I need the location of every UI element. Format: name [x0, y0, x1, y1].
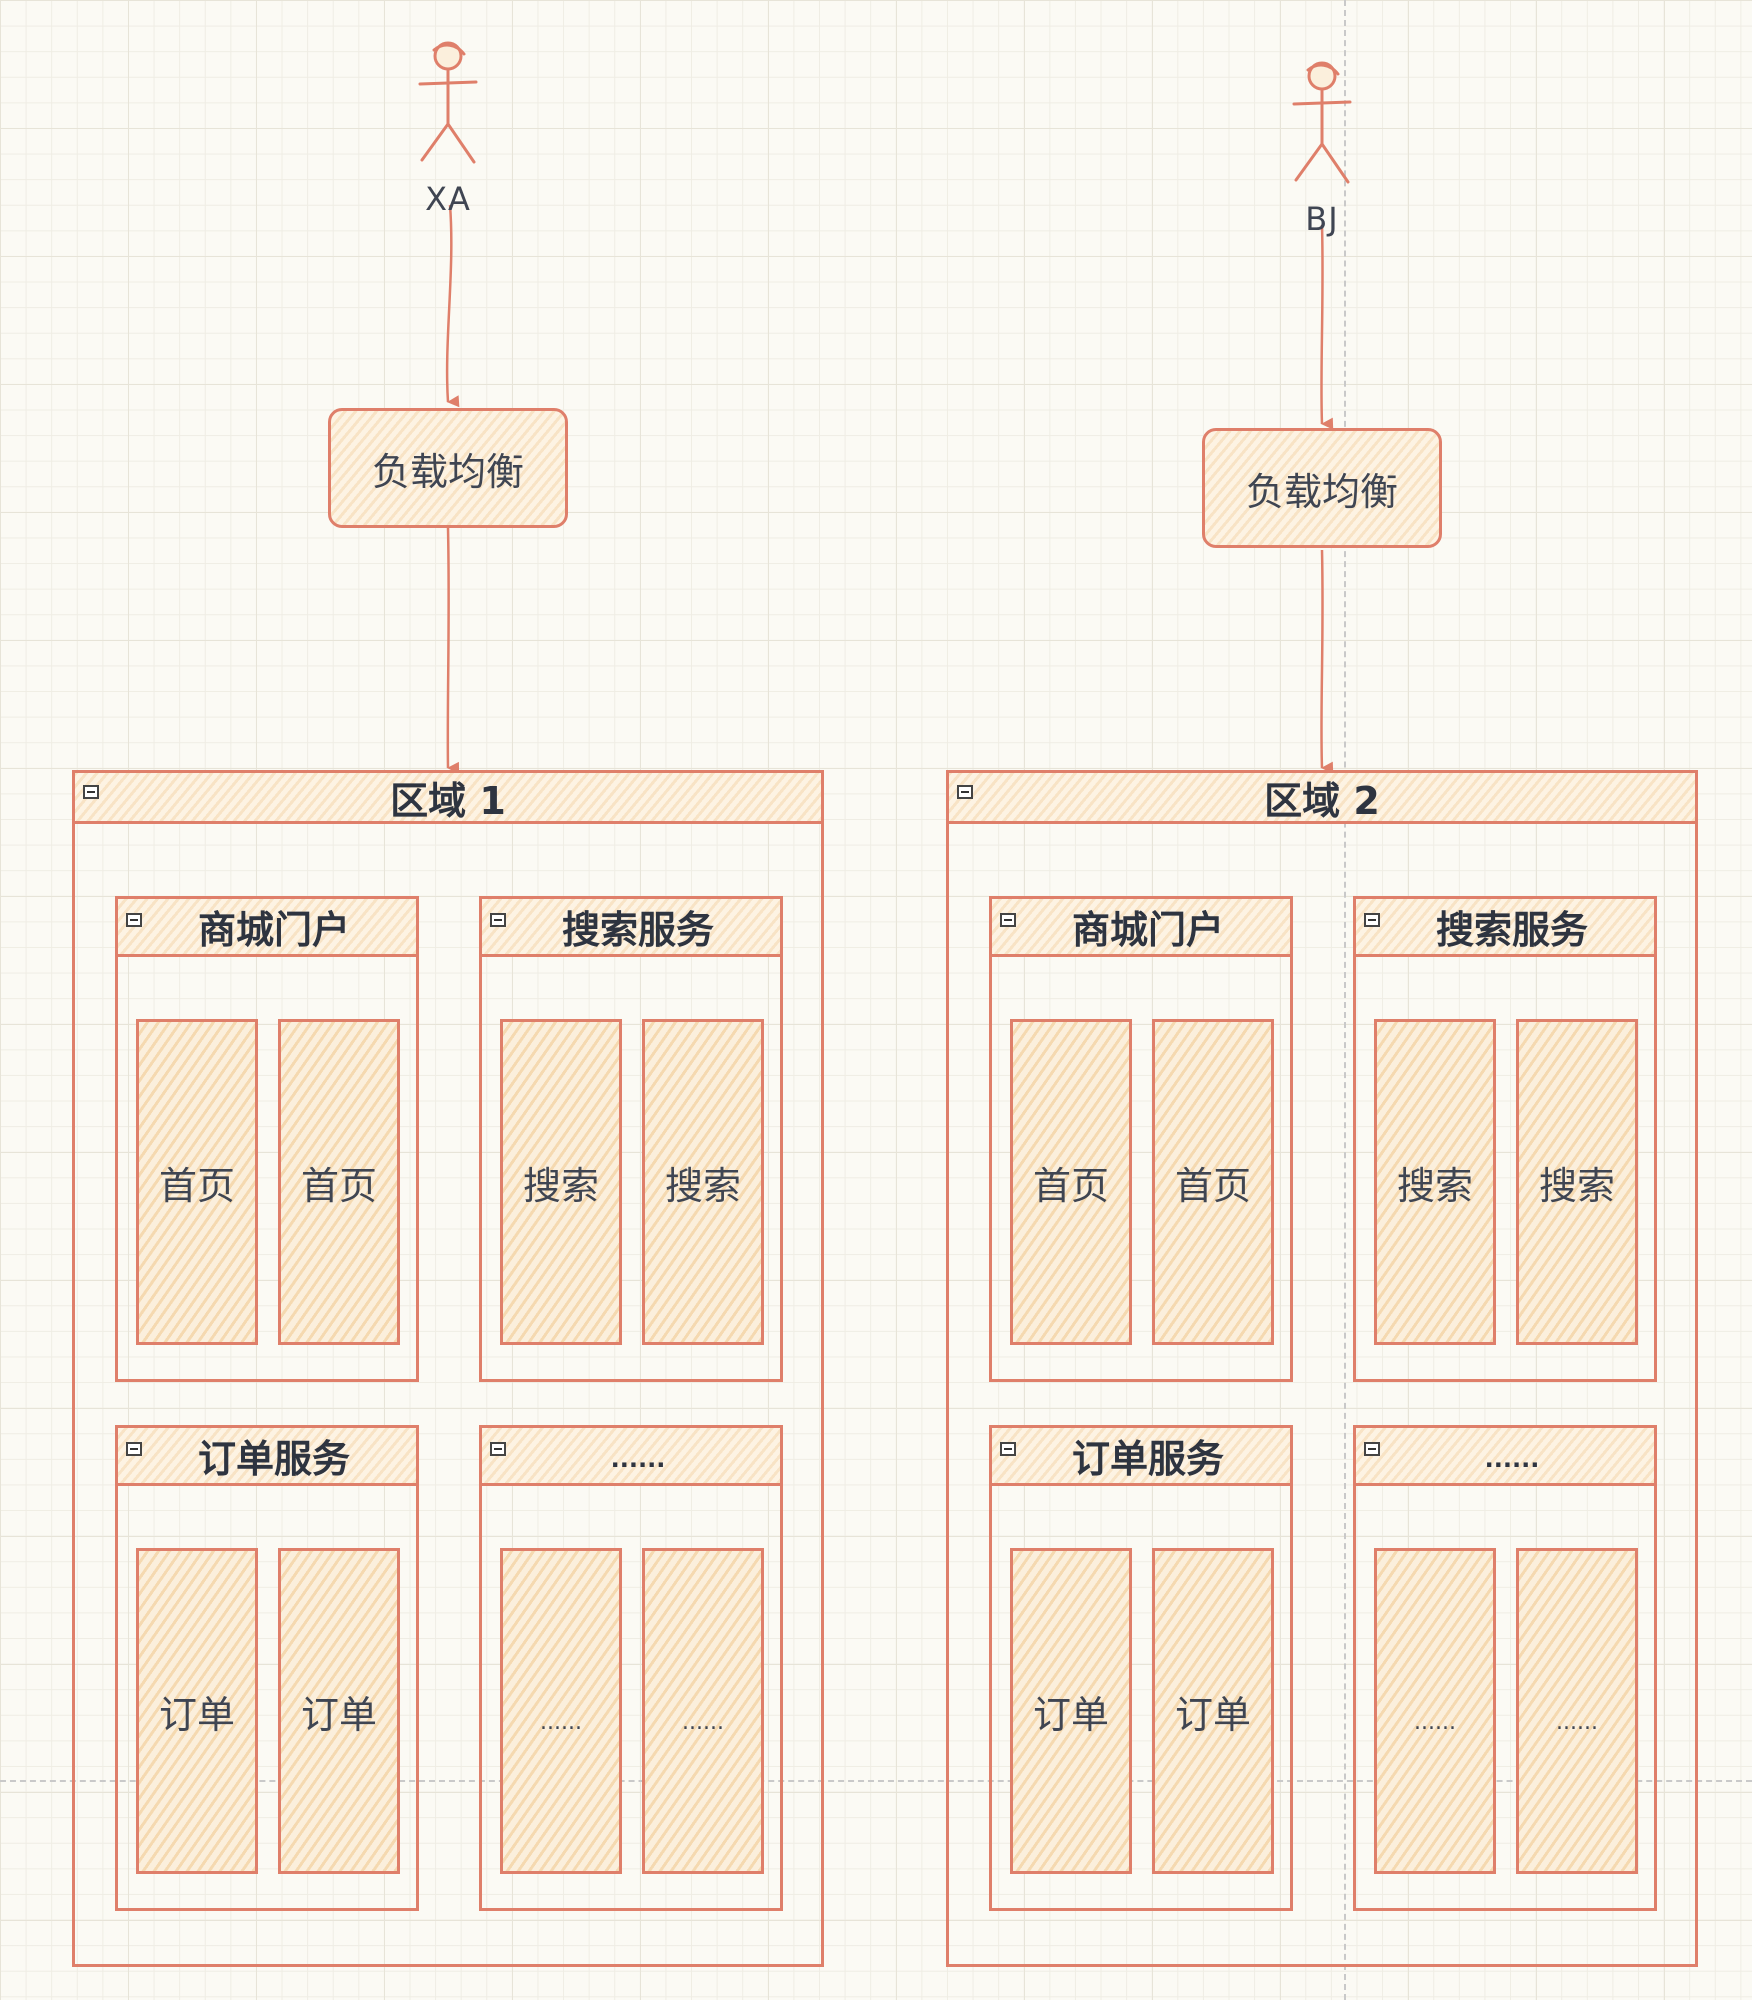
- group-header[interactable]: 搜索服务: [1356, 899, 1654, 957]
- actor-bj-icon: [1292, 61, 1352, 184]
- group-more[interactable]: ...... ...... ......: [1353, 1425, 1657, 1911]
- instance-node[interactable]: 首页: [136, 1019, 258, 1345]
- group-title: ......: [610, 1445, 666, 1473]
- collapse-icon[interactable]: [490, 913, 506, 927]
- collapse-icon[interactable]: [83, 785, 99, 799]
- load-balancer-2[interactable]: 负载均衡: [1202, 428, 1442, 548]
- instance-node[interactable]: ......: [500, 1548, 622, 1874]
- region-1[interactable]: 区域 1 商城门户 首页 首页 搜索服务 搜索 搜索 订单服务 订单 订单: [72, 770, 824, 1967]
- arrow-bj-to-lb: [1320, 224, 1334, 430]
- collapse-icon[interactable]: [490, 1442, 506, 1456]
- arrow-lb2-to-region2: [1320, 549, 1334, 774]
- instance-node[interactable]: 订单: [136, 1548, 258, 1874]
- instance-node[interactable]: ......: [642, 1548, 764, 1874]
- instance-node[interactable]: 搜索: [1374, 1019, 1496, 1345]
- instance-node[interactable]: 订单: [1010, 1548, 1132, 1874]
- group-order-service[interactable]: 订单服务 订单 订单: [115, 1425, 419, 1911]
- collapse-icon[interactable]: [1000, 1442, 1016, 1456]
- instance-node[interactable]: 首页: [1010, 1019, 1132, 1345]
- region-2-title: 区域 2: [1264, 778, 1380, 823]
- group-title: 订单服务: [1071, 1437, 1224, 1481]
- group-header[interactable]: 商城门户: [992, 899, 1290, 957]
- instance-node[interactable]: 首页: [278, 1019, 400, 1345]
- instance-node[interactable]: 搜索: [1516, 1019, 1638, 1345]
- region-2[interactable]: 区域 2 商城门户 首页 首页 搜索服务 搜索 搜索 订单服务 订单 订单: [946, 770, 1698, 1967]
- group-header[interactable]: 搜索服务: [482, 899, 780, 957]
- arrow-lb1-to-region1: [446, 527, 460, 774]
- group-header[interactable]: ......: [1356, 1428, 1654, 1486]
- region-1-header[interactable]: 区域 1: [75, 773, 821, 824]
- group-more[interactable]: ...... ...... ......: [479, 1425, 783, 1911]
- collapse-icon[interactable]: [1000, 913, 1016, 927]
- group-title: 订单服务: [197, 1437, 350, 1481]
- collapse-icon[interactable]: [1364, 913, 1380, 927]
- group-title: 搜索服务: [561, 908, 714, 952]
- region-2-header[interactable]: 区域 2: [949, 773, 1695, 824]
- group-header[interactable]: ......: [482, 1428, 780, 1486]
- instance-node[interactable]: 首页: [1152, 1019, 1274, 1345]
- group-search-service[interactable]: 搜索服务 搜索 搜索: [479, 896, 783, 1382]
- actor-xa-label: XA: [425, 180, 471, 218]
- group-mall-portal[interactable]: 商城门户 首页 首页: [989, 896, 1293, 1382]
- instance-node[interactable]: ......: [1374, 1548, 1496, 1874]
- group-order-service[interactable]: 订单服务 订单 订单: [989, 1425, 1293, 1911]
- arrow-xa-to-lb: [445, 204, 460, 408]
- group-header[interactable]: 订单服务: [118, 1428, 416, 1486]
- instance-node[interactable]: 订单: [278, 1548, 400, 1874]
- collapse-icon[interactable]: [126, 913, 142, 927]
- actor-bj-label: BJ: [1305, 200, 1339, 238]
- region-1-title: 区域 1: [390, 778, 506, 823]
- instance-node[interactable]: ......: [1516, 1548, 1638, 1874]
- instance-node[interactable]: 搜索: [500, 1019, 622, 1345]
- group-title: ......: [1484, 1445, 1540, 1473]
- load-balancer-1[interactable]: 负载均衡: [328, 408, 568, 528]
- group-title: 搜索服务: [1435, 908, 1588, 952]
- actor-xa-icon: [418, 41, 478, 164]
- group-title: 商城门户: [197, 908, 350, 952]
- instance-node[interactable]: 订单: [1152, 1548, 1274, 1874]
- group-title: 商城门户: [1071, 908, 1224, 952]
- guide-line-vertical: [1344, 0, 1346, 2000]
- collapse-icon[interactable]: [957, 785, 973, 799]
- collapse-icon[interactable]: [126, 1442, 142, 1456]
- instance-node[interactable]: 搜索: [642, 1019, 764, 1345]
- group-header[interactable]: 商城门户: [118, 899, 416, 957]
- group-mall-portal[interactable]: 商城门户 首页 首页: [115, 896, 419, 1382]
- guide-line-horizontal: [0, 1780, 1752, 1782]
- collapse-icon[interactable]: [1364, 1442, 1380, 1456]
- group-header[interactable]: 订单服务: [992, 1428, 1290, 1486]
- group-search-service[interactable]: 搜索服务 搜索 搜索: [1353, 896, 1657, 1382]
